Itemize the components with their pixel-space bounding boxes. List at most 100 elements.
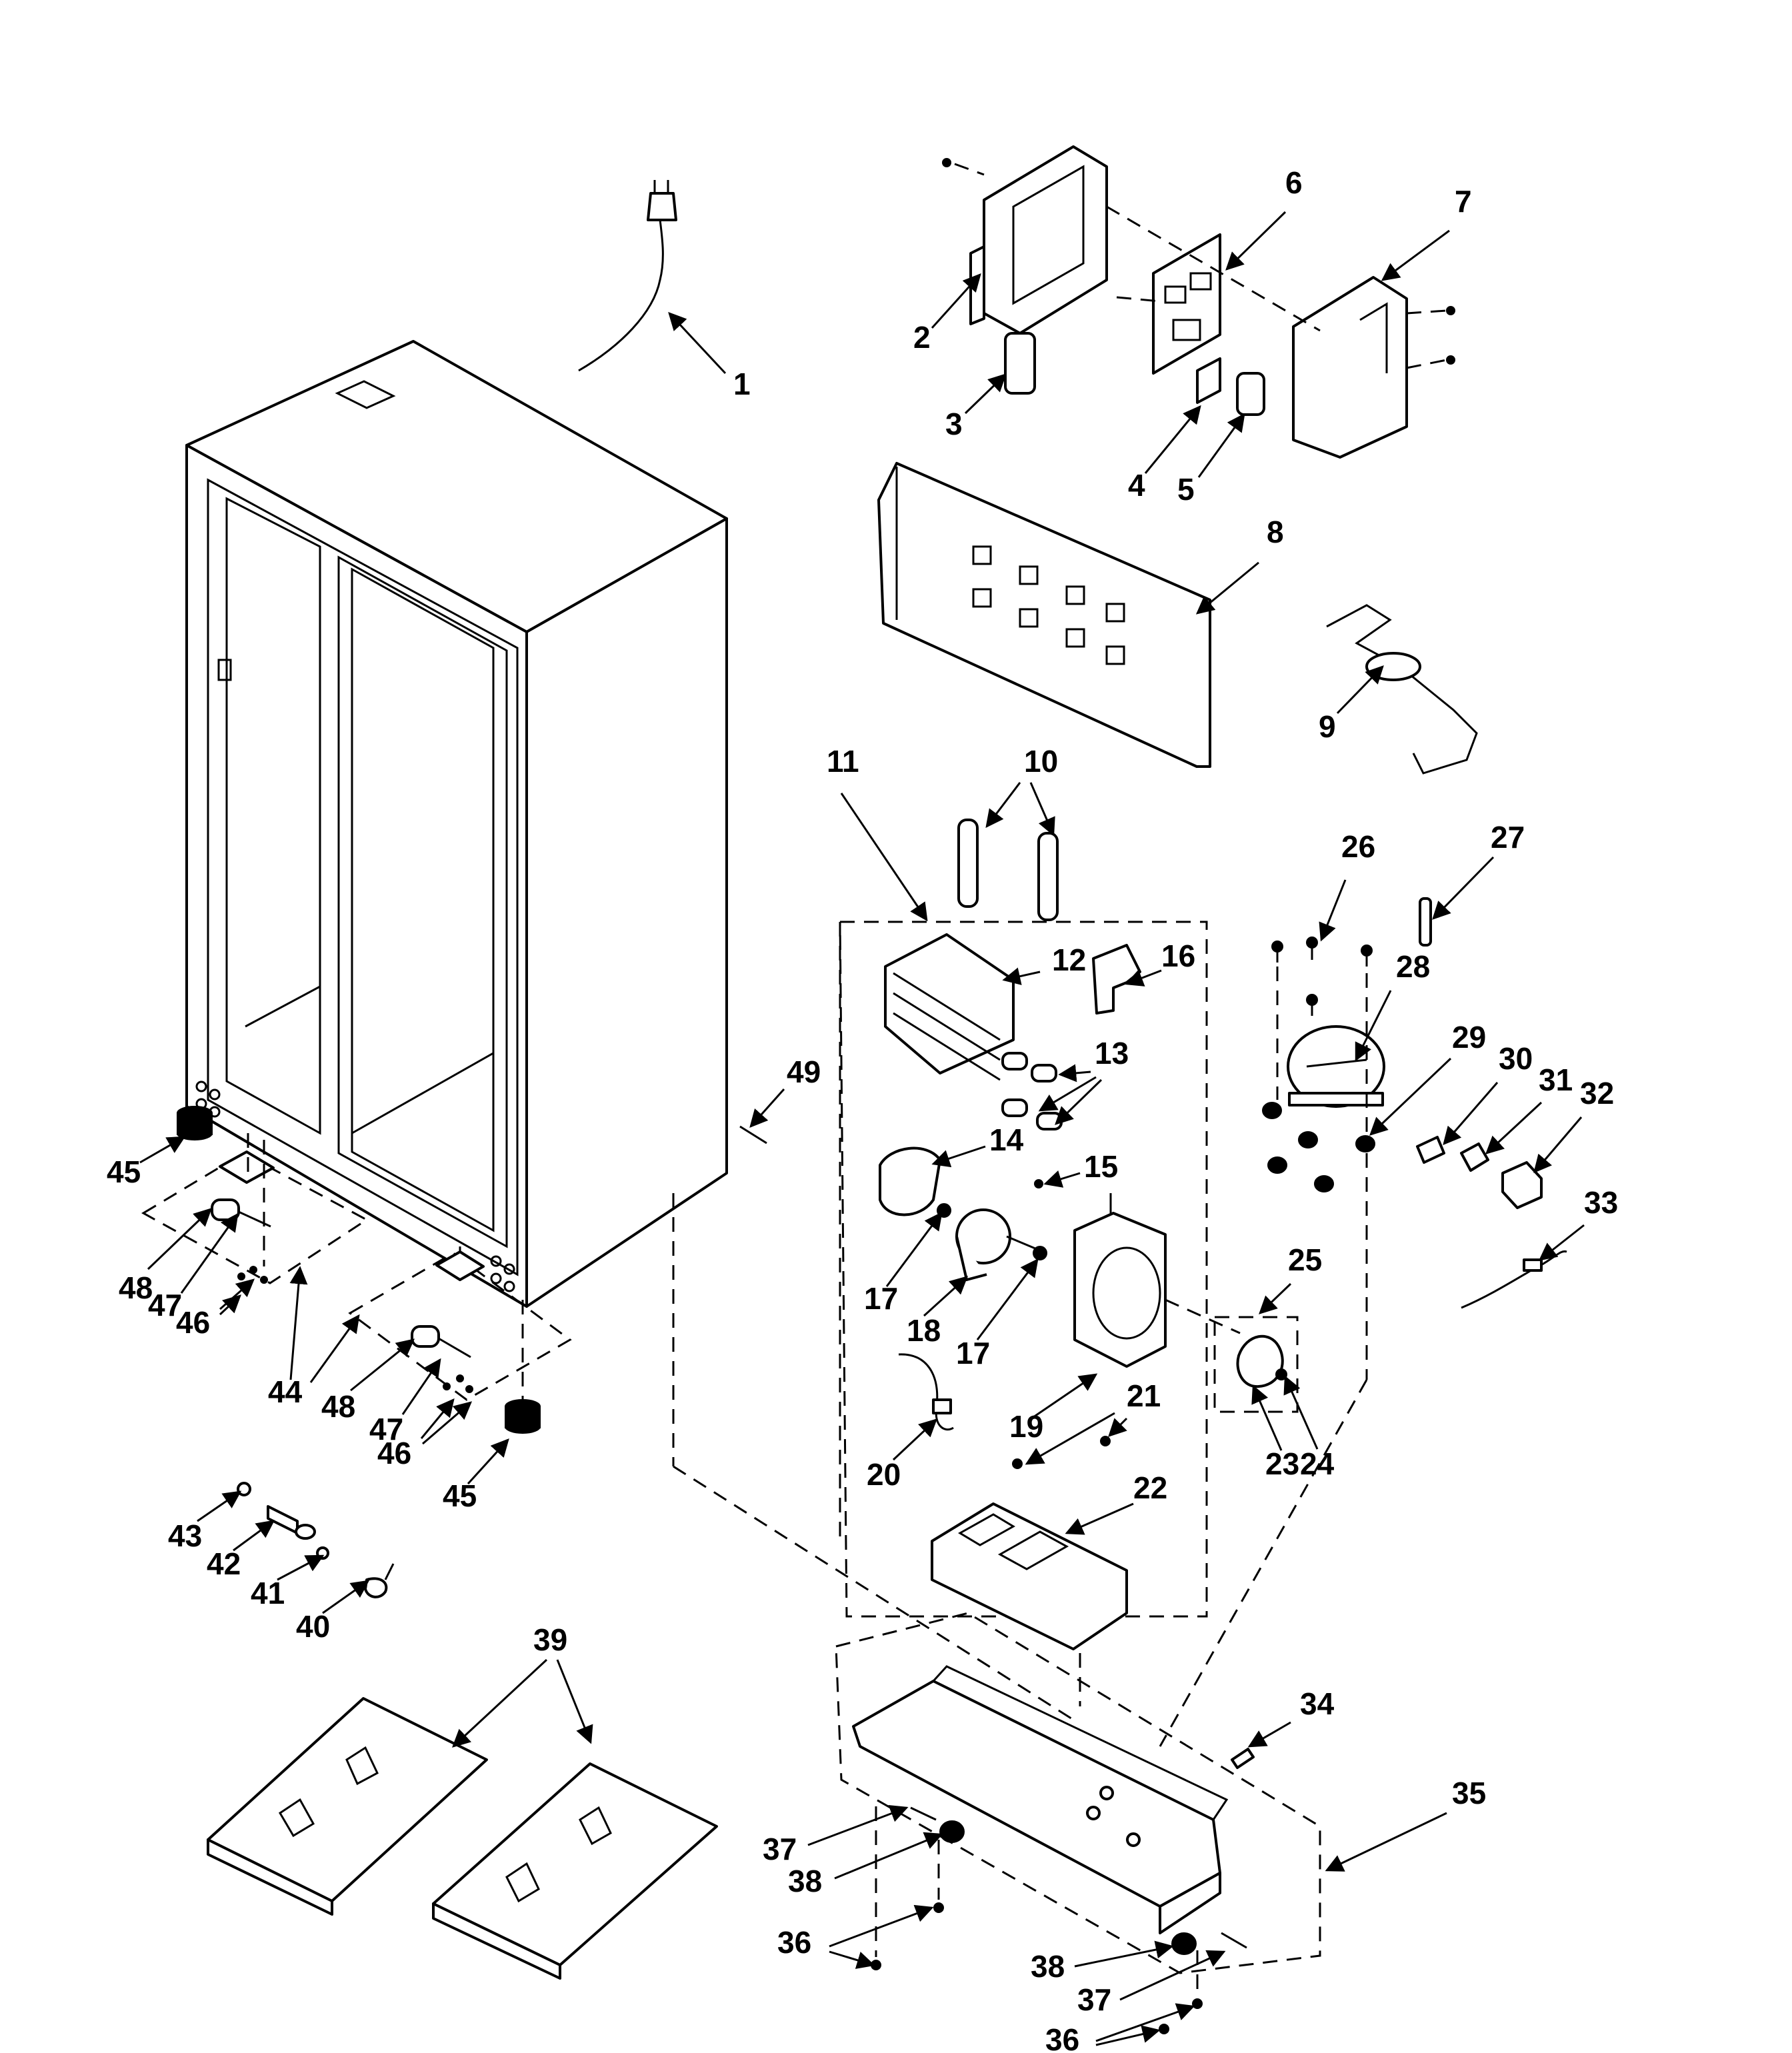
callout-label-48a: 48 xyxy=(119,1270,153,1305)
callout-label-4: 4 xyxy=(1128,468,1145,503)
callout-label-3: 3 xyxy=(945,407,963,441)
callout-leader-36b xyxy=(1095,2025,1161,2046)
callout-label-41: 41 xyxy=(251,1576,285,1610)
callout-label-16: 16 xyxy=(1161,939,1195,973)
relay-bracket xyxy=(1196,357,1221,404)
callout-label-39: 39 xyxy=(533,1622,567,1657)
callout-leaders xyxy=(139,211,1585,2046)
callout-leader-12 xyxy=(1002,967,1041,985)
callout-leader-19 xyxy=(1033,1373,1098,1418)
callout-leader-14 xyxy=(931,1145,986,1168)
control-box-cover xyxy=(1292,276,1455,459)
callout-leader-46a xyxy=(219,1294,241,1316)
callout-label-19: 19 xyxy=(1009,1409,1043,1444)
callout-label-38b: 38 xyxy=(1031,1949,1065,1984)
compressor-grommets xyxy=(1262,1102,1375,1192)
wiring-harness xyxy=(898,1353,954,1431)
callout-leader-29 xyxy=(1369,1057,1452,1136)
compressor xyxy=(1287,1025,1385,1108)
callout-label-43: 43 xyxy=(168,1518,202,1553)
callout-label-47a: 47 xyxy=(148,1288,182,1322)
fan-blade xyxy=(1236,1334,1287,1388)
compressor-wire xyxy=(1461,1250,1567,1309)
callout-leader-4 xyxy=(1144,405,1201,474)
callout-leader-13 xyxy=(1038,1076,1097,1112)
leveling-foot-right xyxy=(505,1399,541,1434)
callout-leader-7 xyxy=(1381,229,1450,281)
machine-room-cover xyxy=(877,462,1211,768)
callout-leader-30 xyxy=(1443,1082,1499,1146)
callout-leader-27 xyxy=(1432,856,1495,920)
callout-label-18: 18 xyxy=(907,1313,941,1348)
compressor-bolts xyxy=(1271,937,1373,1016)
callout-label-29: 29 xyxy=(1452,1020,1486,1054)
valve-fitting xyxy=(1419,897,1432,947)
callout-label-10: 10 xyxy=(1024,744,1058,779)
callout-label-17a: 17 xyxy=(864,1281,898,1316)
drier-tube xyxy=(1326,604,1478,775)
callout-leader-9 xyxy=(1336,665,1384,715)
leveling-foot-left xyxy=(177,1106,213,1140)
callout-leader-37b xyxy=(1119,1950,1226,2001)
callout-label-40: 40 xyxy=(296,1609,330,1644)
callout-leader-46a xyxy=(219,1278,255,1310)
callout-label-2: 2 xyxy=(913,320,931,355)
callout-label-1: 1 xyxy=(733,367,751,401)
callout-leader-45a xyxy=(139,1136,186,1164)
callout-leader-46b xyxy=(422,1401,473,1445)
callout-leader-44 xyxy=(289,1266,308,1380)
callout-leader-37a xyxy=(807,1804,909,1846)
base-cover-plates xyxy=(207,1697,718,1980)
callout-label-44: 44 xyxy=(268,1374,303,1409)
callout-label-20: 20 xyxy=(867,1457,901,1492)
callout-leader-36a xyxy=(829,1904,934,1948)
callout-leader-3 xyxy=(964,373,1007,415)
callout-leader-21 xyxy=(1108,1417,1128,1437)
callout-label-34: 34 xyxy=(1300,1686,1335,1721)
callout-leader-42 xyxy=(233,1520,275,1552)
callout-label-31: 31 xyxy=(1539,1062,1573,1097)
callout-label-7: 7 xyxy=(1455,184,1472,219)
callout-label-36a: 36 xyxy=(777,1925,811,1960)
callout-leader-17a xyxy=(885,1211,943,1287)
callout-leader-1 xyxy=(668,312,727,375)
overload-protector xyxy=(1460,1142,1489,1172)
callout-leader-38b xyxy=(1074,1940,1174,1968)
callout-leader-5 xyxy=(1197,413,1245,478)
callout-leader-44 xyxy=(309,1314,360,1383)
callout-label-37a: 37 xyxy=(763,1832,797,1866)
callout-leader-39 xyxy=(452,1658,548,1748)
callout-leader-34 xyxy=(1247,1721,1291,1748)
callout-label-45b: 45 xyxy=(443,1478,477,1513)
callout-leader-47a xyxy=(180,1212,239,1294)
callout-leader-41 xyxy=(277,1554,325,1581)
callout-label-35: 35 xyxy=(1452,1776,1486,1810)
callout-leader-46b xyxy=(420,1398,455,1439)
callout-leader-17b xyxy=(976,1258,1039,1340)
callout-leader-6 xyxy=(1225,211,1287,271)
callout-label-6: 6 xyxy=(1285,165,1303,200)
callout-leader-31 xyxy=(1485,1101,1543,1154)
base-rollers xyxy=(910,1806,1247,1955)
roller-bracket-right xyxy=(348,1250,572,1401)
callout-leader-24 xyxy=(1283,1375,1319,1450)
callout-leader-15 xyxy=(1043,1170,1081,1188)
callout-label-13: 13 xyxy=(1095,1036,1129,1070)
callout-label-33: 33 xyxy=(1584,1185,1618,1220)
refrigerator-cabinet xyxy=(185,340,728,1308)
callout-leader-13 xyxy=(1055,1078,1103,1125)
starting-capacitor xyxy=(1236,372,1265,416)
callout-label-9: 9 xyxy=(1319,709,1336,744)
callout-leader-2 xyxy=(931,273,981,329)
terminal-cover xyxy=(1416,1136,1445,1164)
callout-label-23: 23 xyxy=(1265,1446,1299,1481)
callout-leader-10 xyxy=(1029,782,1055,837)
callout-label-46a: 46 xyxy=(176,1305,210,1340)
callout-label-42: 42 xyxy=(207,1546,241,1581)
callout-label-48b: 48 xyxy=(321,1389,355,1424)
callout-leader-32 xyxy=(1533,1116,1583,1174)
callout-leader-21 xyxy=(1025,1412,1115,1465)
callout-leader-43 xyxy=(197,1490,242,1522)
callout-leader-28 xyxy=(1355,990,1392,1062)
